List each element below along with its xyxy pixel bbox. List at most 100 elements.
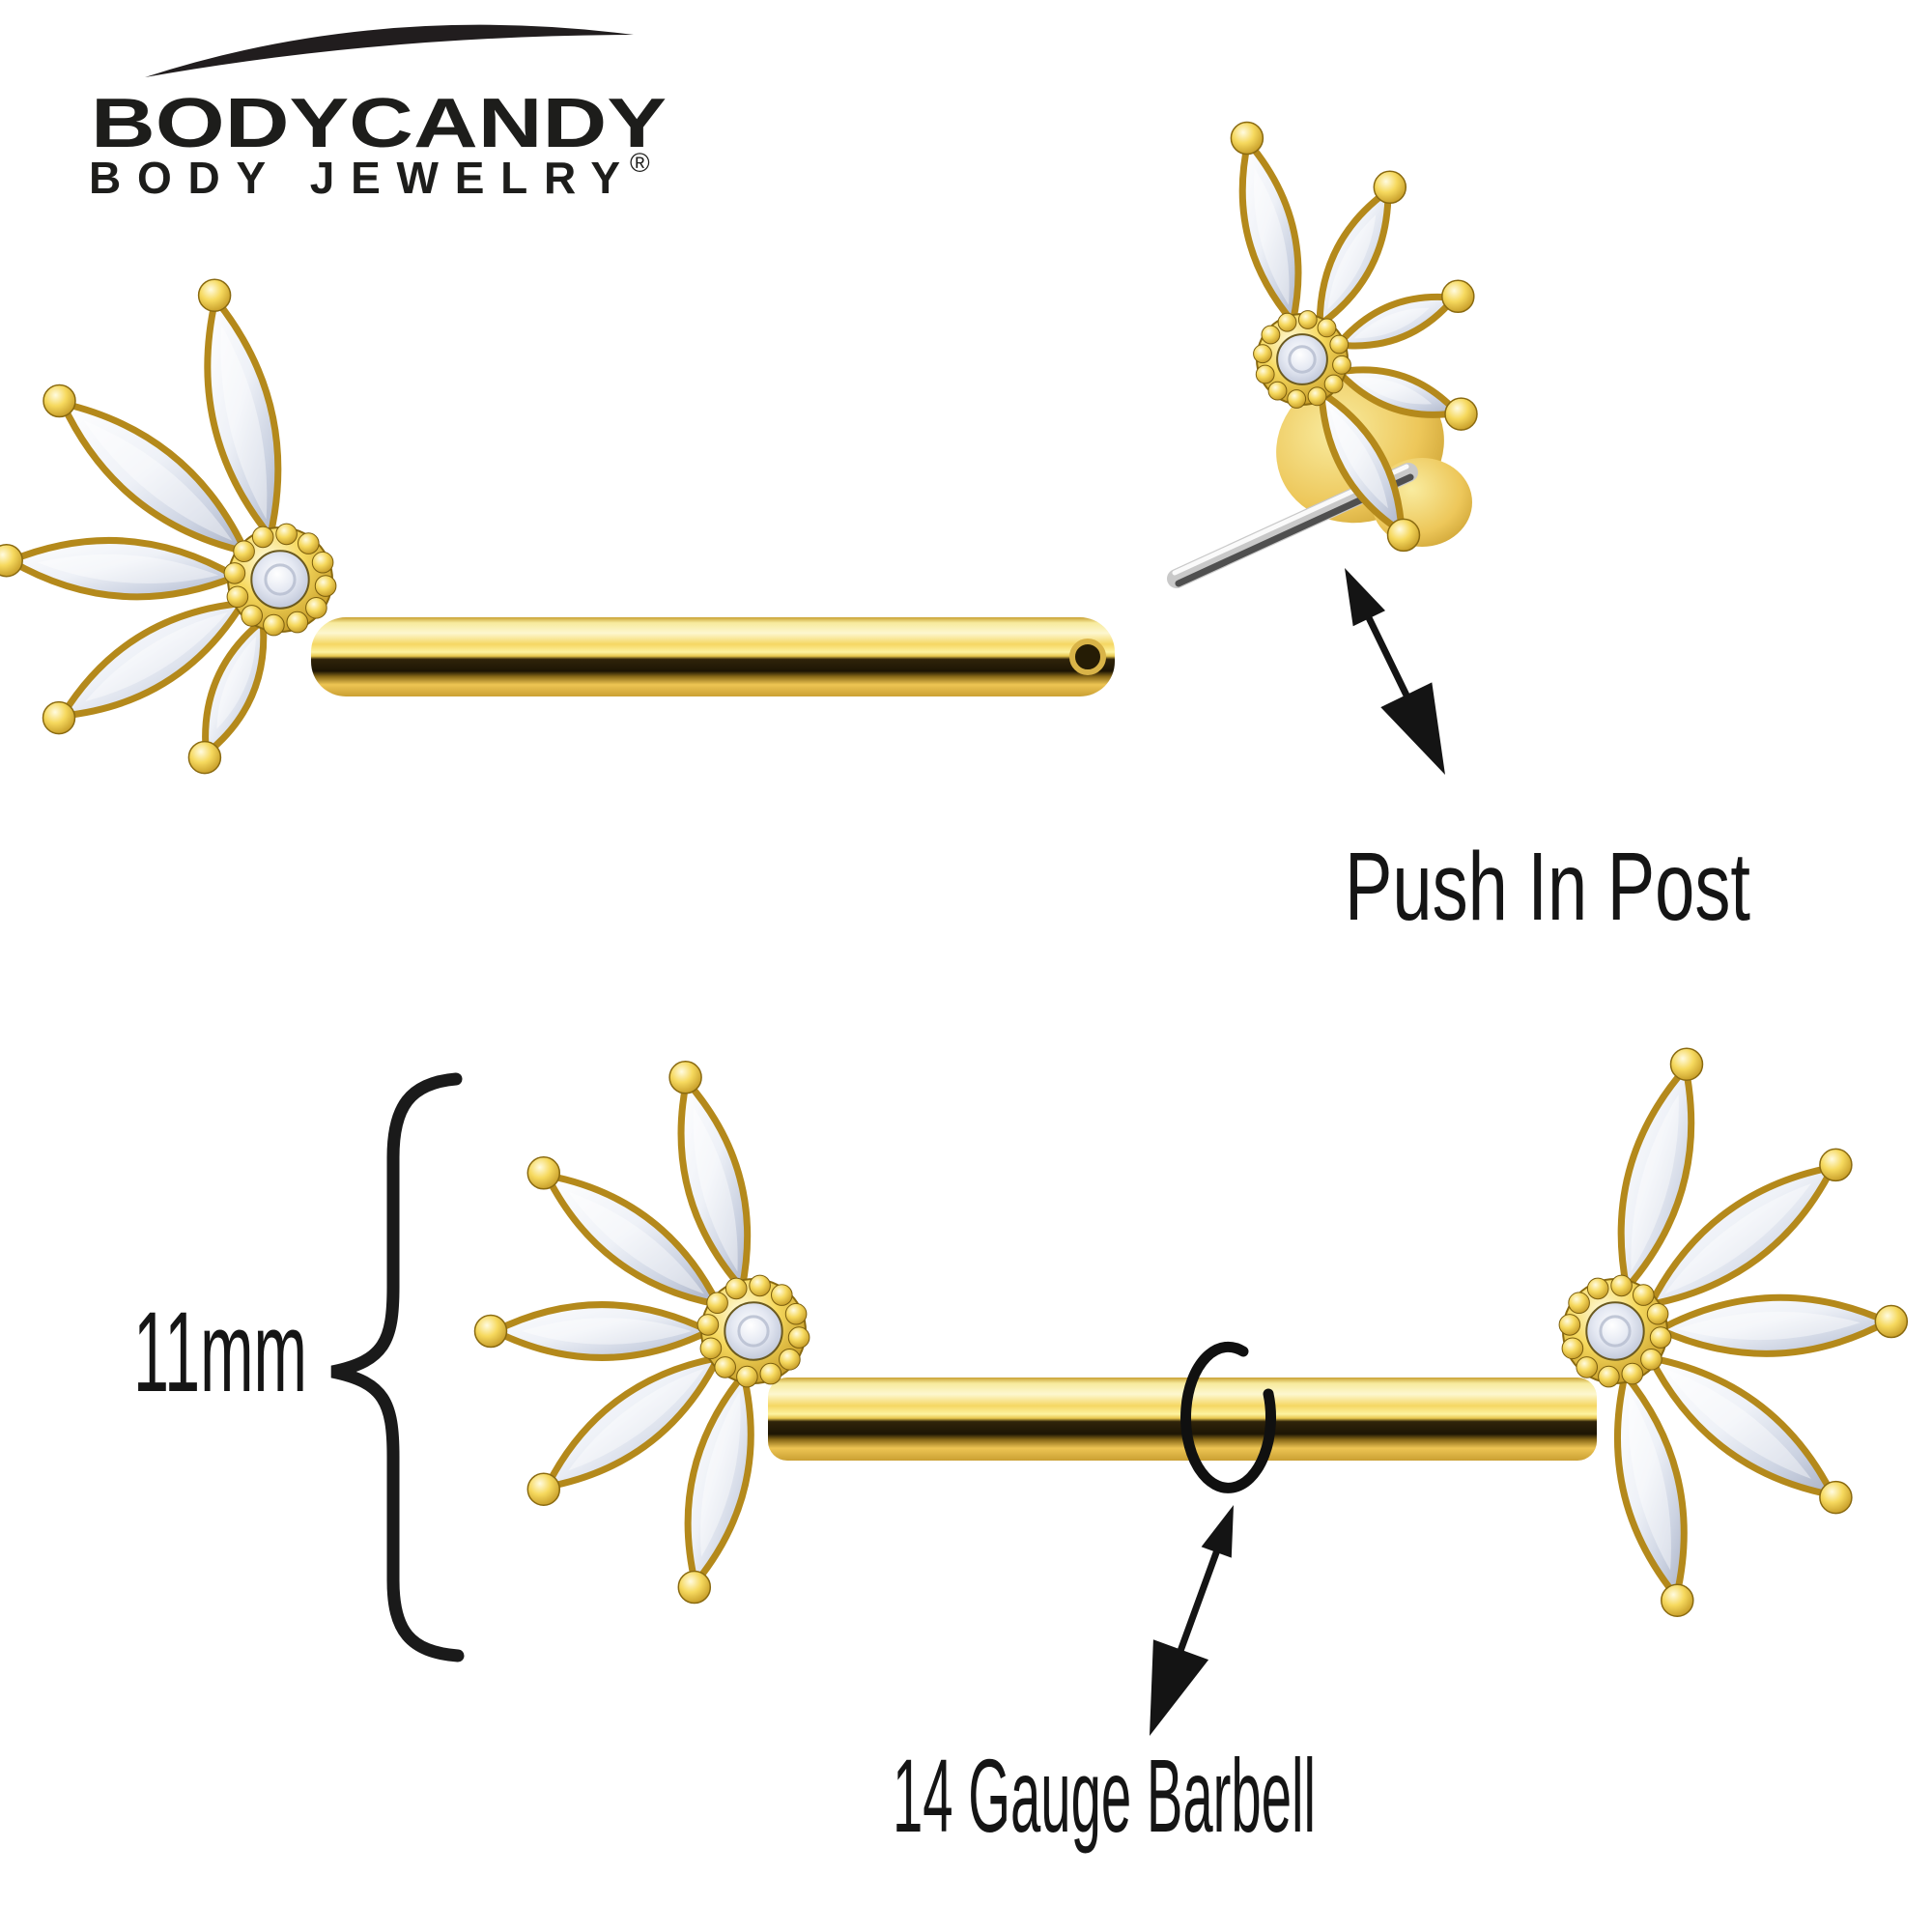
bezel-bead	[1558, 1314, 1581, 1336]
bezel-bead	[1586, 1277, 1609, 1300]
petal-highlight	[568, 1191, 704, 1294]
prong-ball	[1386, 518, 1421, 553]
gauge-arrow-icon	[1150, 1505, 1234, 1736]
center-gem	[1276, 333, 1328, 385]
prong-ball	[526, 1156, 561, 1190]
petal-highlight	[1253, 168, 1290, 305]
bezel-bead	[1297, 310, 1318, 329]
petal-highlight	[568, 1368, 704, 1471]
center-gem-facet	[1599, 1315, 1632, 1348]
bezel-bead	[226, 585, 249, 609]
petal-highlight	[1354, 377, 1433, 405]
petal-highlight	[1330, 408, 1388, 509]
bezel-bead	[1561, 1337, 1584, 1360]
push-in-post-arrow-icon	[1345, 568, 1445, 775]
bezel-bead	[779, 1349, 801, 1371]
prong-ball	[42, 700, 76, 735]
bezel-bead	[1277, 312, 1297, 332]
prong-ball	[187, 740, 222, 775]
bezel-bead	[1568, 1292, 1590, 1314]
gauge-circle-marker	[1180, 1341, 1276, 1493]
length-brace-icon	[330, 1072, 465, 1662]
bezel-bead	[736, 1365, 758, 1388]
prong-ball	[1669, 1047, 1704, 1081]
petal-highlight	[1327, 214, 1377, 310]
flower-end-left	[0, 278, 337, 775]
center-gem	[724, 1301, 783, 1361]
bezel-bead	[314, 575, 337, 597]
bezel-bead	[275, 523, 298, 546]
bodycandy-logo: BODYCANDY BODY JEWELRY ®	[89, 24, 667, 203]
bezel-bead	[1261, 325, 1281, 345]
petal-highlight	[700, 1391, 741, 1557]
bezel-bead	[251, 526, 274, 549]
bezel-bead	[749, 1274, 771, 1297]
arrow-shaft	[1173, 1544, 1223, 1664]
arrow-head	[1380, 682, 1445, 775]
bezel-bead	[1323, 374, 1344, 394]
flower-end-left	[473, 1061, 810, 1605]
bezel-bead	[311, 551, 334, 574]
flower-top-angled	[1230, 121, 1478, 553]
prong-ball	[43, 384, 76, 418]
bezel-bead	[263, 613, 285, 637]
prong-ball	[1441, 279, 1475, 314]
petal-highlight	[1664, 1183, 1811, 1294]
prong-ball	[1661, 1583, 1694, 1617]
bezel-bead	[1610, 1274, 1633, 1297]
push-in-post-label: Push In Post	[1345, 833, 1750, 941]
bezel-bead	[1576, 1356, 1598, 1378]
bezel-bead	[233, 540, 255, 563]
barbell-shaft	[311, 617, 1115, 696]
bezel-bead	[1329, 334, 1350, 355]
bezel-bead	[1640, 1349, 1662, 1371]
petal-highlight	[1664, 1368, 1811, 1479]
prong-ball	[677, 1570, 712, 1605]
bezel-bead	[1332, 355, 1351, 375]
petal-highlight	[522, 1318, 692, 1345]
prong-ball	[1819, 1148, 1853, 1182]
push-in-post-top	[1167, 121, 1478, 588]
prong-ball	[1373, 170, 1407, 205]
petal-highlight	[1677, 1311, 1861, 1341]
petal-highlight	[83, 420, 233, 541]
center-gem-facet	[737, 1315, 770, 1348]
petal-highlight	[216, 636, 256, 729]
bezel-bead	[696, 1314, 720, 1336]
bezel-bead	[1287, 389, 1307, 409]
bezel-bead	[1598, 1365, 1620, 1388]
bezel-bead	[699, 1337, 723, 1360]
bezel-bead	[1317, 318, 1337, 338]
prong-ball	[0, 543, 23, 578]
registered-mark: ®	[630, 148, 650, 178]
bezel-bead	[759, 1362, 782, 1385]
bezel-bead	[1649, 1326, 1672, 1349]
arrow-head	[1201, 1505, 1234, 1558]
center-gem	[250, 550, 310, 610]
prong-ball	[668, 1061, 702, 1094]
prong-ball	[526, 1472, 561, 1506]
petal-highlight	[37, 554, 219, 584]
brand-text: BODYCANDY	[91, 85, 667, 162]
bezel-bead	[771, 1284, 793, 1306]
petal-highlight	[693, 1107, 738, 1272]
logo-swoosh-icon	[145, 24, 634, 77]
bezel-bead	[714, 1356, 737, 1378]
arrow-head	[1345, 568, 1385, 627]
petal-highlight	[1628, 1391, 1671, 1571]
petal-highlight	[1353, 307, 1430, 339]
bezel-bead	[241, 605, 264, 627]
prong-ball	[473, 1314, 508, 1349]
bezel-bead	[1267, 381, 1288, 401]
prong-ball	[1874, 1304, 1909, 1339]
bezel-bead	[223, 562, 246, 584]
petal-highlight	[220, 325, 268, 520]
barbell-side-view	[0, 278, 1115, 775]
petal-highlight	[85, 611, 228, 702]
bezel-bead	[1621, 1362, 1644, 1385]
bezel-bead	[286, 611, 309, 634]
bezel-bead	[787, 1326, 810, 1349]
bezel-bead	[1633, 1284, 1655, 1306]
center-gem-facet	[1288, 345, 1317, 374]
gauge-label: 14 Gauge Barbell	[893, 1737, 1316, 1854]
